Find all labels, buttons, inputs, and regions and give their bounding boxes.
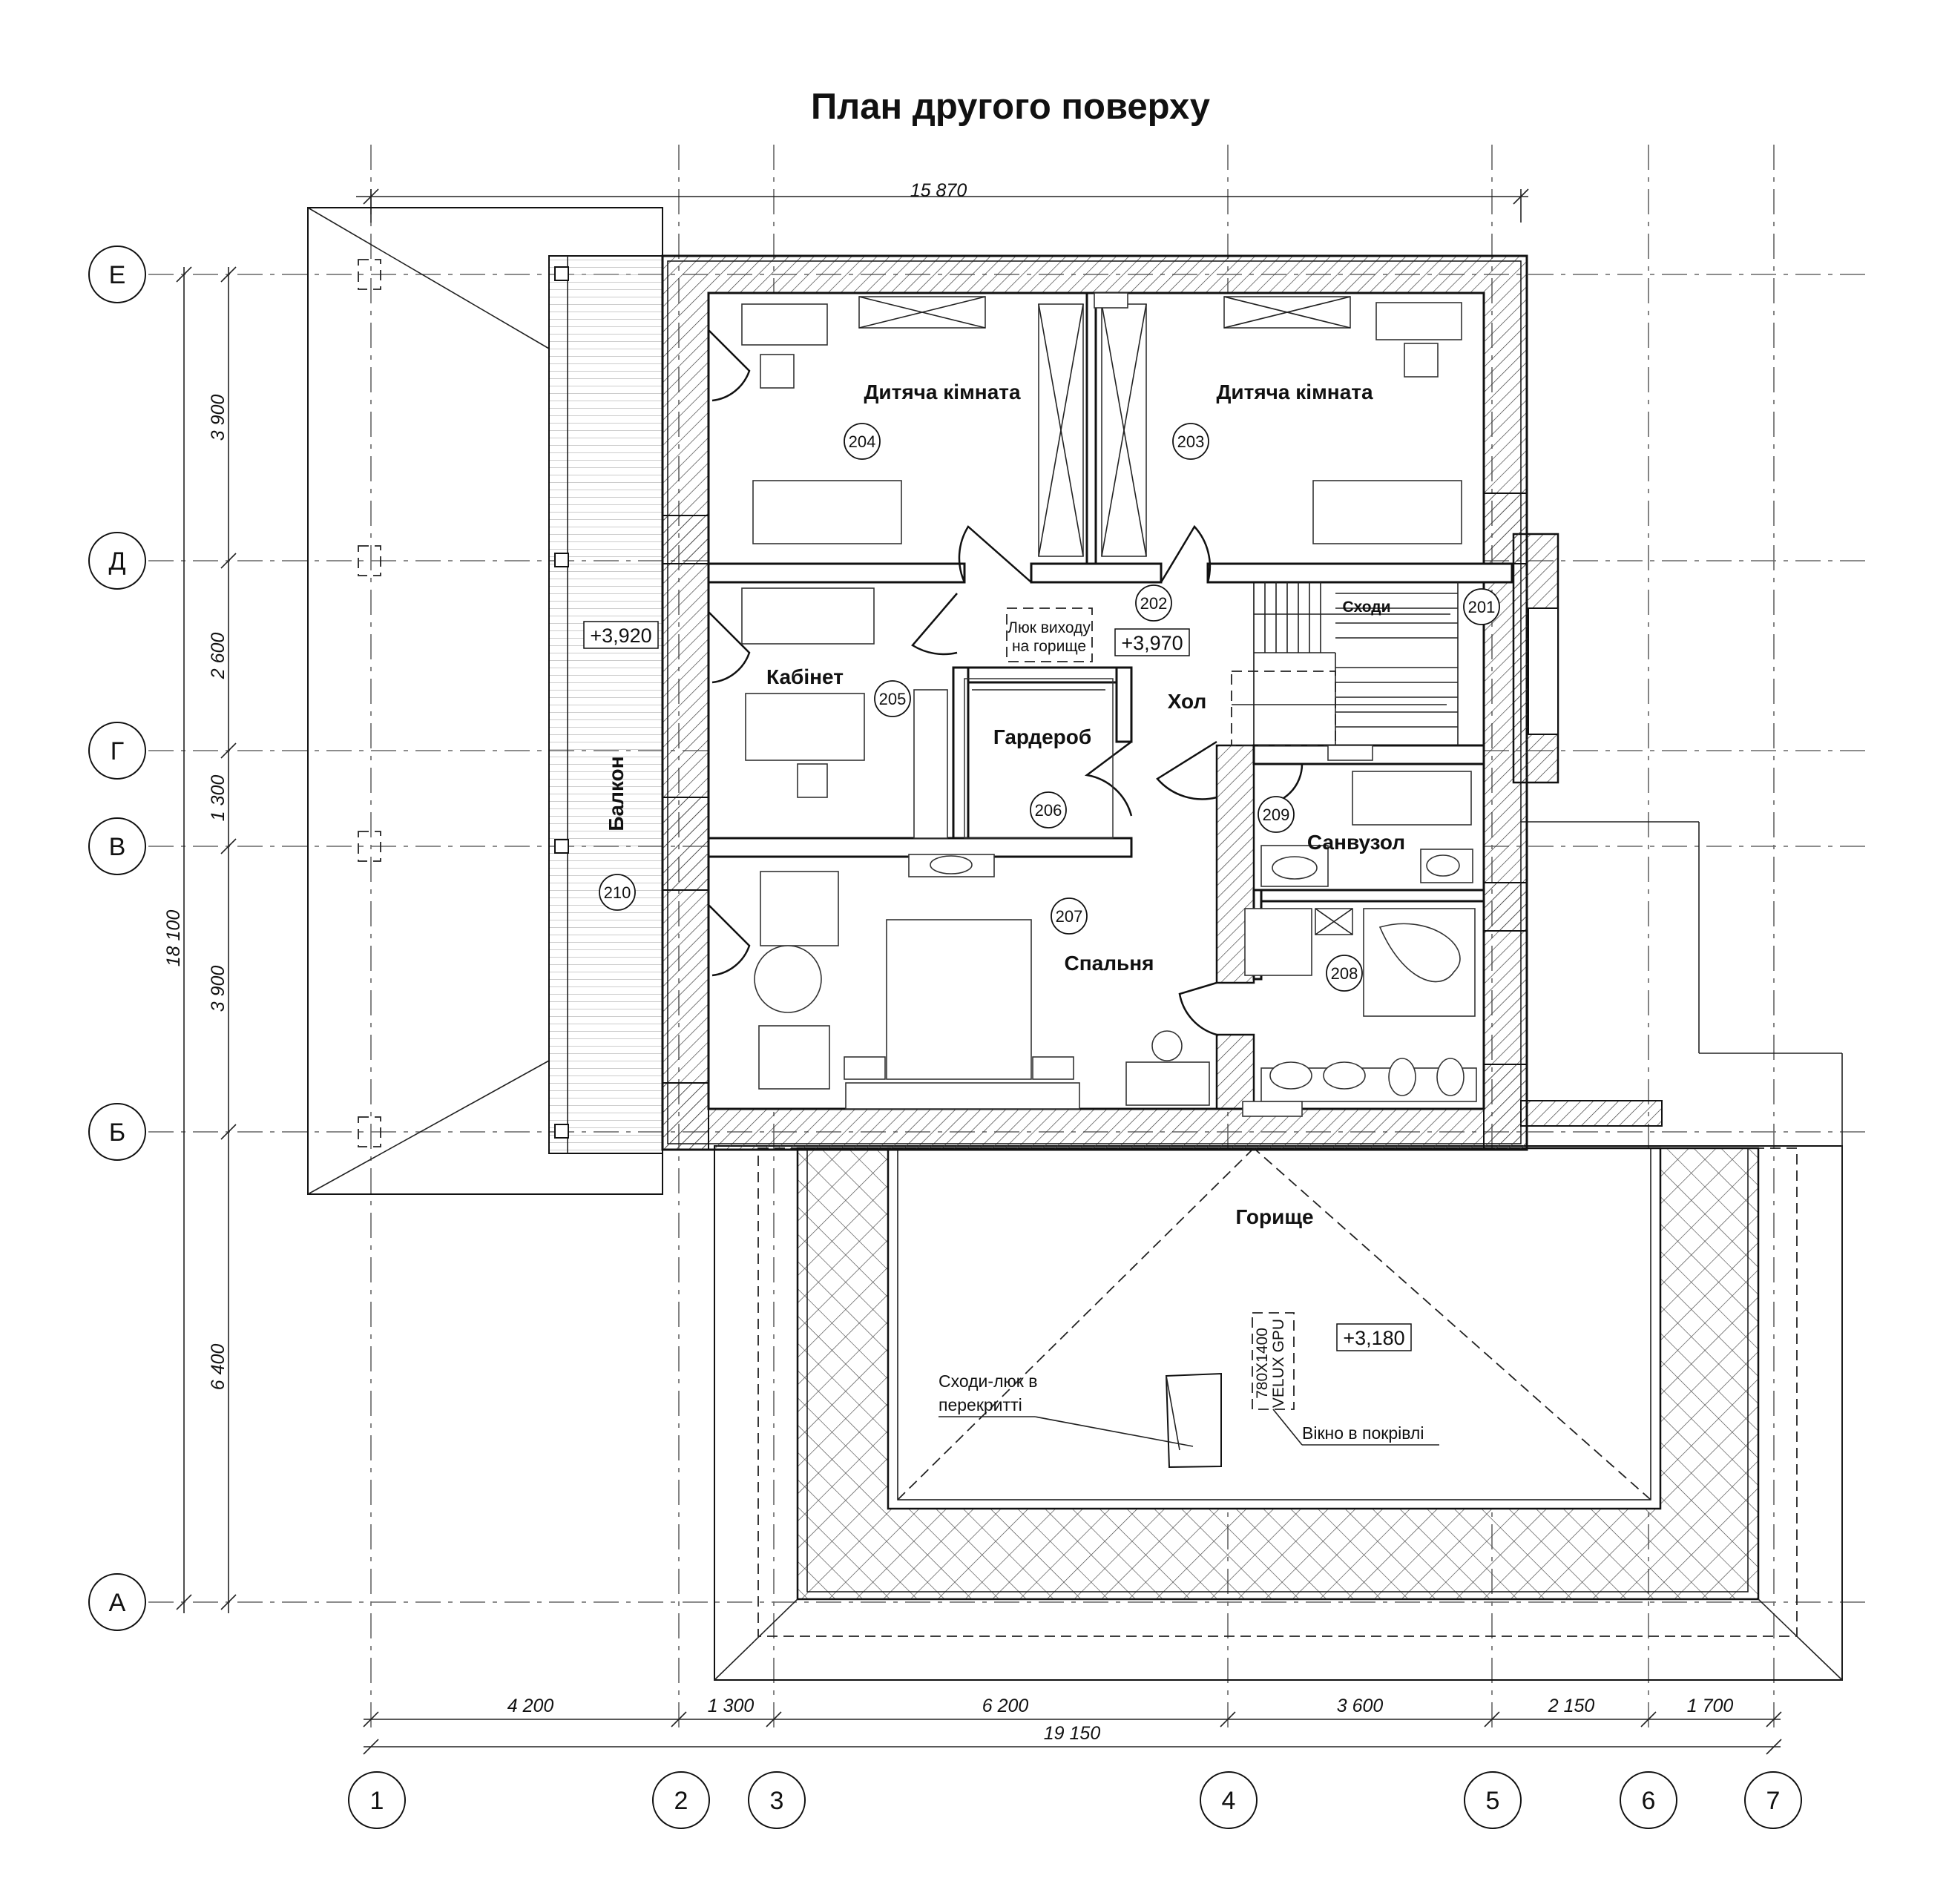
level-hall: +3,970	[1121, 632, 1183, 654]
interior-walls	[662, 291, 1528, 1150]
room-204-number: 204	[849, 432, 876, 451]
svg-text:Б: Б	[109, 1119, 125, 1147]
svg-text:В: В	[109, 833, 126, 861]
roof-window-note: Вікно в покрівлі	[1302, 1423, 1424, 1443]
axis-bubble-D: Д	[88, 532, 146, 590]
svg-text:1 300: 1 300	[708, 1696, 755, 1716]
dimension-bottom: 4 200 1 300 6 200 3 600 2 150 1 700 19 1…	[363, 1696, 1782, 1755]
svg-text:4 200: 4 200	[507, 1696, 554, 1716]
svg-text:3 900: 3 900	[208, 395, 229, 441]
svg-text:Е: Е	[109, 261, 126, 289]
svg-text:4: 4	[1222, 1787, 1236, 1815]
svg-text:2 600: 2 600	[208, 633, 229, 680]
axis-bubble-1: 1	[348, 1771, 406, 1829]
balcony-roof	[307, 207, 663, 1195]
room-206-name: Гардероб	[993, 725, 1091, 748]
hatch-note-line1: Люк виходу	[1007, 619, 1091, 636]
room-202-name: Хол	[1168, 690, 1207, 713]
svg-text:Д: Д	[108, 547, 125, 576]
svg-text:5: 5	[1486, 1787, 1500, 1815]
room-209-name: Санвузол	[1307, 831, 1405, 854]
room-210-number: 210	[604, 883, 631, 902]
svg-text:Г: Г	[111, 737, 124, 765]
room-210-name: Балкон	[605, 756, 628, 831]
room-209-number: 209	[1263, 806, 1290, 824]
svg-text:6: 6	[1642, 1787, 1656, 1815]
svg-text:15 870: 15 870	[910, 180, 967, 201]
axis-bubble-2: 2	[652, 1771, 710, 1829]
stair-hatch-note-line1: Сходи-люк в	[939, 1371, 1037, 1391]
velux-model: VELUX GPU	[1270, 1319, 1287, 1408]
room-202-number: 202	[1140, 594, 1168, 613]
room-205-name: Кабінет	[766, 665, 844, 688]
svg-text:3: 3	[770, 1787, 784, 1815]
axis-bubble-E: Е	[88, 246, 146, 303]
svg-text:3 600: 3 600	[1337, 1696, 1384, 1716]
svg-text:18 100: 18 100	[163, 910, 184, 967]
svg-text:3 900: 3 900	[208, 966, 229, 1012]
svg-text:1 700: 1 700	[1687, 1696, 1734, 1716]
svg-text:1: 1	[370, 1787, 384, 1815]
room-201-name: Сходи	[1342, 599, 1390, 616]
attic-name: Горище	[1235, 1205, 1313, 1228]
hatch-note-line2: на горище	[1012, 638, 1086, 655]
stairs	[1231, 582, 1485, 746]
room-207-name: Спальня	[1065, 952, 1154, 975]
attic-roof	[714, 821, 1843, 1681]
stair-hatch-note-line2: перекритті	[939, 1395, 1022, 1414]
room-208-number: 208	[1331, 964, 1358, 983]
notes: Люк виходу на горище Сходи-люк в перекри…	[939, 607, 1439, 1447]
level-attic: +3,180	[1343, 1327, 1404, 1349]
axis-bubble-7: 7	[1744, 1771, 1802, 1829]
axis-bubble-B: Б	[88, 1103, 146, 1161]
axis-bubble-G: Г	[88, 722, 146, 780]
svg-text:А: А	[109, 1589, 126, 1617]
level-marks: +3,920 +3,970 +3,180	[583, 621, 1412, 1351]
room-207-number: 207	[1056, 907, 1083, 926]
svg-text:1 300: 1 300	[208, 775, 229, 822]
room-204-name: Дитяча кімната	[864, 381, 1021, 403]
axis-bubble-3: 3	[748, 1771, 806, 1829]
svg-text:2: 2	[674, 1787, 688, 1815]
room-201-number: 201	[1468, 598, 1496, 616]
velux-size: 780X1400	[1254, 1328, 1271, 1399]
room-203-number: 203	[1177, 432, 1205, 451]
furniture	[741, 292, 1477, 1117]
plan-title: План другого поверху	[811, 87, 1210, 127]
axis-bubble-5: 5	[1464, 1771, 1522, 1829]
svg-text:7: 7	[1766, 1787, 1781, 1815]
dimension-left: 18 100 3 900 2 600 1 300 3 900 6 400	[163, 266, 237, 1613]
svg-text:2 150: 2 150	[1548, 1696, 1595, 1716]
room-205-number: 205	[879, 690, 907, 708]
svg-text:6 200: 6 200	[982, 1696, 1029, 1716]
svg-text:6 400: 6 400	[208, 1344, 229, 1391]
room-203-name: Дитяча кімната	[1216, 381, 1373, 403]
svg-text:19 150: 19 150	[1044, 1723, 1101, 1744]
axis-bubble-V: В	[88, 817, 146, 875]
axis-bubble-6: 6	[1620, 1771, 1677, 1829]
level-balcony: +3,920	[590, 625, 651, 647]
room-206-number: 206	[1035, 801, 1062, 820]
axis-bubble-A: А	[88, 1573, 146, 1631]
axis-bubble-4: 4	[1200, 1771, 1258, 1829]
room-labels: Дитяча кімната 204 Дитяча кімната 203 20…	[599, 381, 1500, 1228]
dimension-top: 15 870	[356, 180, 1529, 223]
